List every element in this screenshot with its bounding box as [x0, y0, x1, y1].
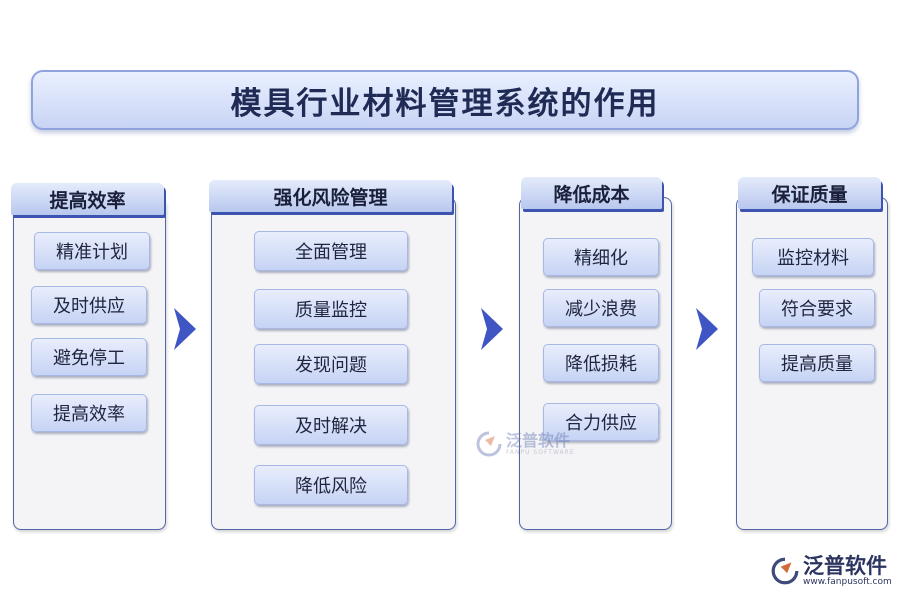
fanpu-logo-icon: [476, 431, 502, 457]
center-watermark: 泛普软件 FANPU SOFTWARE: [475, 430, 575, 458]
watermark-name: 泛普软件: [506, 431, 571, 450]
header-quality: 保证质量: [738, 177, 881, 209]
arrow-right-icon: [481, 308, 503, 350]
item-timely-resolve: 及时解决: [254, 405, 408, 445]
item-avoid-downtime: 避免停工: [31, 338, 147, 376]
brand-url: www.fanpusoft.com: [803, 577, 892, 587]
arrow-right-icon: [174, 308, 196, 350]
item-meet-requirements: 符合要求: [759, 289, 875, 327]
item-refinement: 精细化: [543, 238, 659, 276]
title-banner: 模具行业材料管理系统的作用: [31, 70, 859, 130]
arrow-right-icon: [696, 308, 718, 350]
fanpu-logo-icon: [771, 557, 799, 585]
item-joint-supply: 合力供应: [543, 403, 659, 441]
watermark-tagline: FANPU SOFTWARE: [506, 449, 575, 456]
header-risk: 强化风险管理: [209, 180, 452, 212]
item-timely-supply: 及时供应: [31, 286, 147, 324]
item-improve-efficiency: 提高效率: [31, 394, 147, 432]
item-full-management: 全面管理: [254, 231, 408, 271]
item-reduce-waste: 减少浪费: [543, 289, 659, 327]
item-reduce-risk: 降低风险: [254, 465, 408, 505]
brand-logo: 泛普软件 www.fanpusoft.com: [770, 555, 892, 587]
item-precise-plan: 精准计划: [34, 232, 150, 270]
item-find-issues: 发现问题: [254, 344, 408, 384]
header-cost: 降低成本: [521, 177, 662, 209]
item-reduce-loss: 降低损耗: [543, 344, 659, 382]
brand-name: 泛普软件: [803, 554, 887, 578]
item-quality-monitor: 质量监控: [254, 289, 408, 329]
item-monitor-material: 监控材料: [752, 238, 874, 276]
page-title: 模具行业材料管理系统的作用: [230, 85, 660, 122]
item-improve-quality: 提高质量: [759, 344, 875, 382]
header-efficiency: 提高效率: [11, 183, 164, 215]
